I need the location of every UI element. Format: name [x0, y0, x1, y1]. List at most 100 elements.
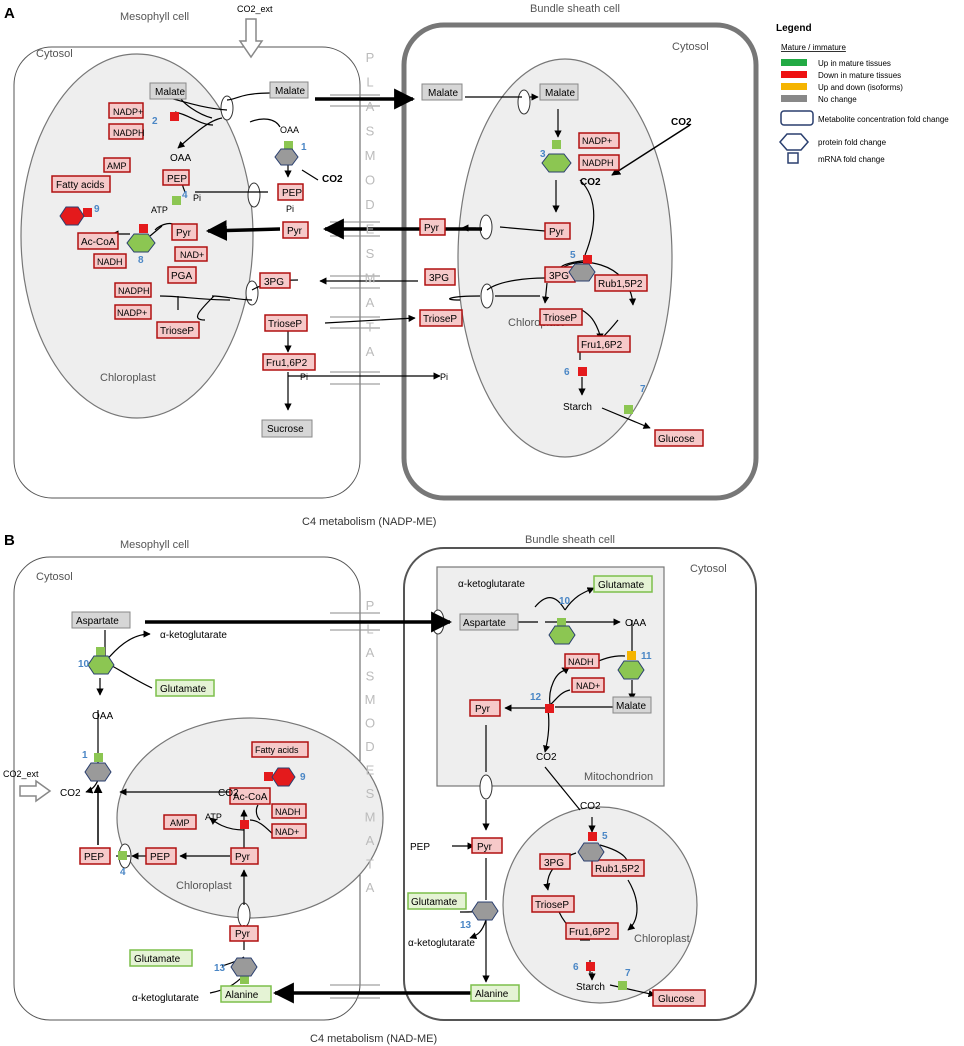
plasmodesmata-letter: E	[366, 763, 375, 778]
pep-chl-a: PEP	[167, 174, 187, 185]
chloroplast-label-left-b: Chloroplast	[176, 880, 232, 892]
legend-protein: protein fold change	[818, 138, 887, 147]
plasmodesmata-letter: A	[366, 99, 375, 114]
co2-bs-a: CO2	[671, 117, 692, 128]
legend-square-icon	[787, 152, 799, 164]
nadp-plus-m-a: NADP+	[113, 107, 143, 117]
glutamate-bs-b: Glutamate	[411, 897, 458, 908]
pi-bs-a: Pi	[440, 372, 448, 382]
threepg-b: 3PG	[544, 858, 564, 869]
plasmodesmata-letter: P	[366, 598, 375, 613]
plasmodesmata-letter: S	[366, 124, 375, 139]
red-boxes-b	[79, 653, 706, 1007]
cytosol-right-b: Cytosol	[690, 563, 727, 575]
chloroplast-mesophyll-b	[116, 717, 384, 919]
amp-b: AMP	[170, 818, 190, 828]
pi-sucrose-a: Pi	[300, 372, 308, 382]
plasmodesmata-letter: S	[366, 669, 375, 684]
enzyme-number-5-a: 5	[570, 250, 576, 261]
legend-up: Up in mature tissues	[818, 59, 891, 68]
enzyme-number-12-b: 12	[530, 692, 542, 703]
legend-subtitle: Mature / immature	[781, 43, 846, 52]
panel-a: A Mesophyll cell Bundle sheath cell Cyto…	[4, 3, 759, 528]
enzyme-number-2-a: 2	[152, 116, 158, 127]
malate-b: Malate	[616, 701, 646, 712]
threepg-bs-a: 3PG	[429, 273, 449, 284]
pyr-mito-b: Pyr	[475, 704, 491, 715]
enzyme-number-10-m-b: 10	[78, 659, 90, 670]
enzyme-number-4-b: 4	[120, 867, 126, 878]
plasmodesmata-letter: E	[366, 222, 375, 237]
metabolite-malate-m-a: Malate	[155, 87, 185, 98]
co2-bsc-a: CO2	[580, 177, 601, 188]
pyr-cyt-a: Pyr	[287, 226, 303, 237]
oaa-chl-a: OAA	[170, 153, 191, 164]
green-boxes-b	[129, 575, 653, 1003]
akg-m2-b: α-ketoglutarate	[132, 993, 199, 1004]
metabolite-malate-bsc-a: Malate	[545, 88, 575, 99]
enzyme-number-8-a: 8	[138, 255, 144, 266]
metabolite-sucrose-a: Sucrose	[267, 424, 304, 435]
nad-plus-mito-b: NAD+	[576, 681, 600, 691]
enzyme-number-3-a: 3	[540, 149, 546, 160]
triosep-bs-a: TrioseP	[423, 314, 457, 325]
co2-cyt-a: CO2	[322, 174, 343, 185]
plasmodesmata-letter: P	[366, 50, 375, 65]
panel-b: B Mesophyll cell Bundle sheath cell Cyto…	[3, 532, 757, 1045]
fru16p2-b: Fru1,6P2	[569, 927, 611, 938]
pi-cyt-a: Pi	[286, 204, 294, 214]
glutamate-m2-b: Glutamate	[134, 954, 181, 965]
legend-metabolite: Metabolite concentration fold change	[818, 115, 949, 124]
akg-m-b: α-ketoglutarate	[160, 630, 227, 641]
nadh-mito-b: NADH	[568, 657, 594, 667]
pyr-bs-a: Pyr	[424, 223, 440, 234]
legend-isoforms: Up and down (isoforms)	[818, 83, 903, 92]
legend-hexagon-icon	[779, 133, 809, 151]
plasmodesmata-letter: S	[366, 246, 375, 261]
co2-ext-b: CO2_ext	[3, 769, 39, 779]
red-boxes-a	[51, 102, 704, 447]
nadp-plus-bs-a: NADP+	[582, 136, 612, 146]
akg-mito-b: α-ketoglutarate	[458, 579, 525, 590]
bundle-title-b: Bundle sheath cell	[525, 534, 615, 546]
plasmodesmata-letter: D	[365, 197, 374, 212]
pyr-bs-b: Pyr	[477, 842, 493, 853]
plasmodesmata-bars-b	[330, 612, 380, 999]
caption-b: C4 metabolism (NAD-ME)	[310, 1033, 437, 1045]
pep-cyt-a: PEP	[282, 188, 302, 199]
cytosol-left-a: Cytosol	[36, 48, 73, 60]
legend-title: Legend	[776, 23, 812, 34]
legend-mrna: mRNA fold change	[818, 155, 885, 164]
accoa-a: Ac-CoA	[81, 237, 116, 248]
rub15p2-a: Rub1,5P2	[598, 279, 643, 290]
enzyme-number-6-b: 6	[573, 962, 579, 973]
nadp-plus-m2-a: NADP+	[117, 308, 147, 318]
plasmodesmata-letter: M	[365, 810, 376, 825]
enzyme-number-9-b: 9	[300, 772, 306, 783]
bundle-title-a: Bundle sheath cell	[530, 3, 620, 15]
legend-rectangle-icon	[780, 110, 814, 126]
plasmodesmata-letter: T	[366, 320, 374, 335]
co2-ext-arrow-b	[19, 779, 52, 803]
enzyme-number-6-a: 6	[564, 367, 570, 378]
enzyme-number-4-a: 4	[182, 190, 188, 201]
aspartate-m-b: Aspartate	[76, 616, 119, 627]
threepg-bsc-a: 3PG	[549, 271, 569, 282]
plasmodesmata-letter: O	[365, 716, 375, 731]
co2-ext-a: CO2_ext	[237, 4, 273, 14]
starch-b: Starch	[576, 982, 605, 993]
plasmodesmata-letter: T	[366, 857, 374, 872]
plasmodesmata-letter: A	[366, 833, 375, 848]
pi-chl-a: Pi	[193, 193, 201, 203]
glucose-b: Glucose	[658, 994, 695, 1005]
triosep-bsc-a: TrioseP	[543, 313, 577, 324]
threepg-cyt-a: 3PG	[264, 277, 284, 288]
co2-bs-b: CO2	[580, 801, 601, 812]
pga-a: PGA	[171, 271, 192, 282]
fru16p2-cyt-a: Fru1,6P2	[266, 358, 308, 369]
legend-swatch-isoforms	[781, 83, 807, 90]
co2-m-b: CO2	[60, 788, 81, 799]
fru16p2-bsc-a: Fru1,6P2	[581, 340, 623, 351]
